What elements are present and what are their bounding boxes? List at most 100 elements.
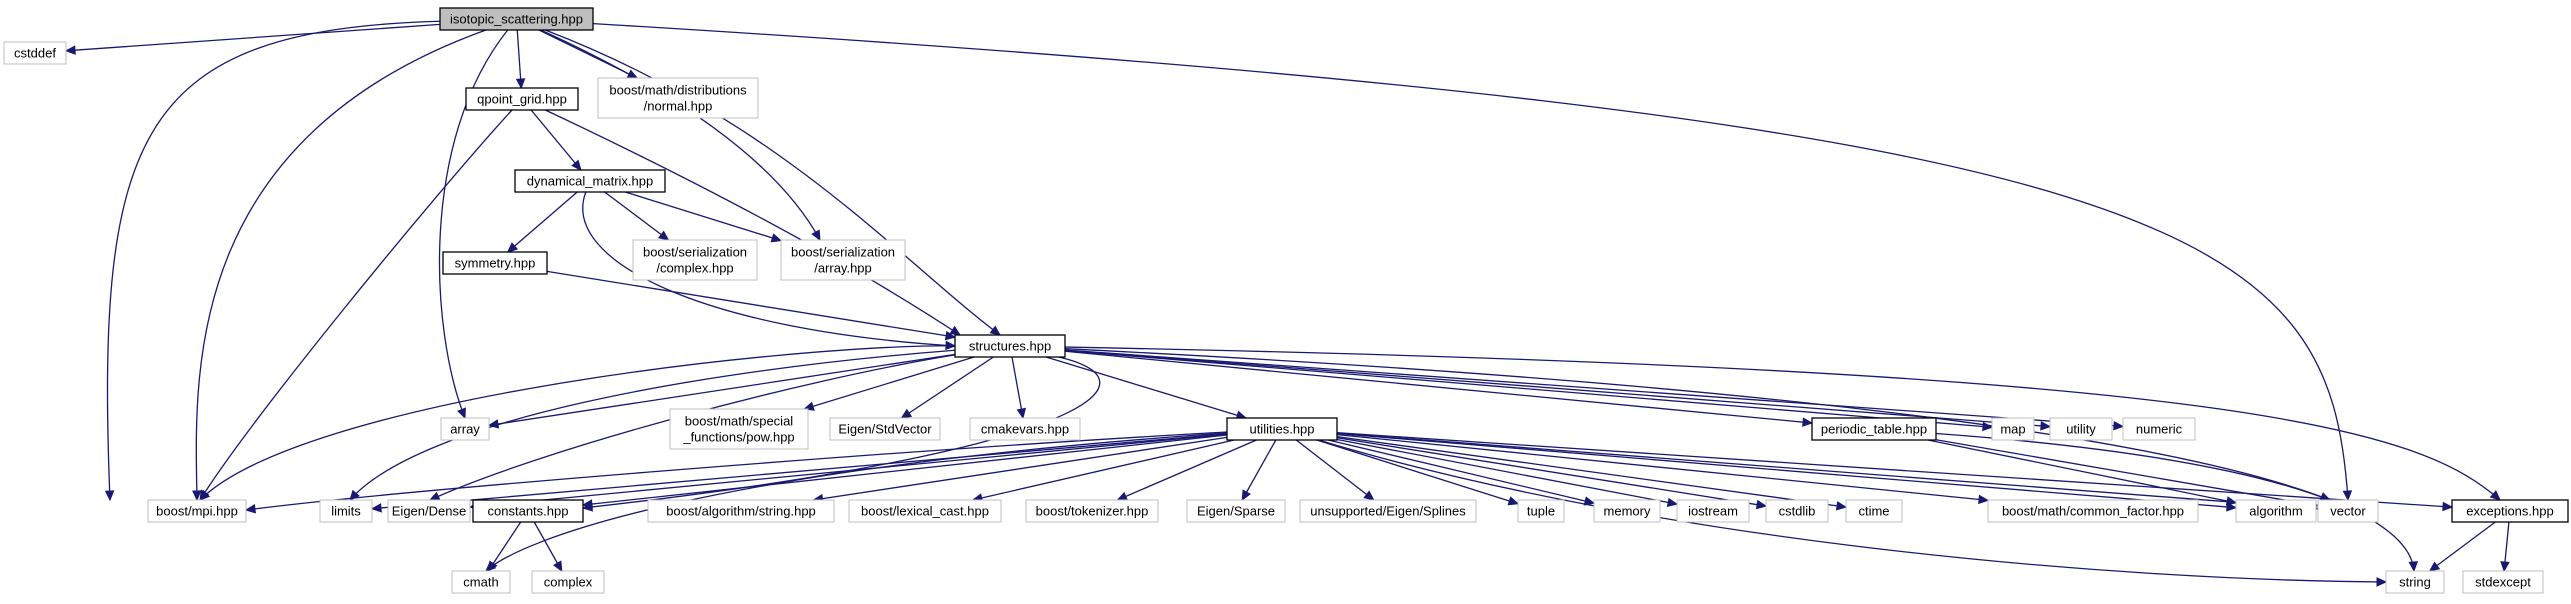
- node-box: [2049, 417, 2113, 441]
- node-box: [451, 570, 511, 594]
- node-box: [2317, 499, 2379, 523]
- node-label: structures.hpp: [969, 339, 1051, 354]
- edge-isotopic-to-qpoint_grid: [516, 29, 522, 89]
- node-box: [1517, 499, 1565, 523]
- node-label: cmath: [463, 575, 498, 590]
- node-eigen-sparse: Eigen/Sparse: [1186, 499, 1286, 523]
- node-constants[interactable]: constants.hpp: [472, 499, 584, 523]
- node-box: [954, 334, 1066, 358]
- arrowhead-utilities-to-eigen_splines: [1363, 490, 1375, 501]
- node-utility: utility: [2049, 417, 2113, 441]
- node-box: [439, 7, 594, 31]
- node-iostream: iostream: [1676, 499, 1750, 523]
- node-label: map: [2000, 422, 2025, 437]
- edge-structures-to-boost_pow: [804, 356, 975, 410]
- node-complex: complex: [531, 570, 605, 594]
- node-cmath: cmath: [451, 570, 511, 594]
- edge-qpoint_grid-to-dynamical_matrix: [530, 109, 582, 171]
- edge-utilities-to-eigen_splines: [1295, 439, 1375, 501]
- node-utilities[interactable]: utilities.hpp: [1226, 417, 1338, 441]
- arrowhead-constants-to-cmath: [487, 560, 498, 573]
- node-box: [1987, 499, 2199, 523]
- edge-structures-to-eigen_stdvector: [901, 356, 994, 419]
- node-box: [669, 408, 809, 450]
- arrowhead-utilities-to-boost_common_factor: [1978, 494, 1990, 505]
- node-label: boost/tokenizer.hpp: [1036, 504, 1149, 519]
- edge-isotopic-to-vector: [592, 22, 2349, 501]
- arrowhead-exceptions-to-stdexcept: [2500, 561, 2510, 573]
- edge-constants-to-cmath: [487, 521, 522, 572]
- arrowhead-structures-to-eigen_stdvector: [900, 408, 913, 419]
- arrowhead-utilities-to-exceptions: [2442, 501, 2454, 512]
- node-box: [472, 499, 584, 523]
- node-box: [319, 499, 373, 523]
- arrowhead-dynamical_matrix-to-boost_ser_complex: [657, 230, 670, 241]
- node-label: _functions/pow.hpp: [682, 430, 794, 445]
- node-memory: memory: [1593, 499, 1661, 523]
- edge-isotopic-to-cmath: [106, 20, 441, 501]
- node-vector: vector: [2317, 499, 2379, 523]
- edge-structures-to-utilities: [1045, 356, 1247, 419]
- edge-dynamical_matrix-to-structures: [582, 191, 956, 347]
- arrowhead-dynamical_matrix-to-boost_ser_array: [770, 233, 783, 243]
- node-periodic-table[interactable]: periodic_table.hpp: [1811, 417, 1937, 441]
- edge-utilities-to-iostream: [1336, 438, 1678, 505]
- graph-nodes: isotopic_scattering.hppcstddefcmathboost…: [3, 7, 2569, 594]
- arrowhead-utilities-to-eigen_sparse: [1241, 489, 1251, 502]
- node-label: boost/math/distributions: [609, 83, 747, 98]
- node-label: boost/algorithm/string.hpp: [666, 504, 816, 519]
- node-box: [1226, 417, 1338, 441]
- node-label: boost/math/common_factor.hpp: [2002, 504, 2184, 519]
- arrowhead-isotopic-to-cmath: [104, 490, 115, 502]
- node-isotopic[interactable]: isotopic_scattering.hpp: [439, 7, 594, 31]
- node-label: /complex.hpp: [656, 261, 733, 276]
- node-label: utility: [2066, 422, 2096, 437]
- node-boost-tokenizer: boost/tokenizer.hpp: [1025, 499, 1159, 523]
- edge-structures-to-periodic_table: [1064, 350, 1813, 424]
- node-qpoint-grid[interactable]: qpoint_grid.hpp: [465, 87, 579, 111]
- node-structures[interactable]: structures.hpp: [954, 334, 1066, 358]
- node-label: qpoint_grid.hpp: [477, 92, 567, 107]
- arrowhead-isotopic-to-boost_mpi: [192, 490, 202, 502]
- node-exceptions[interactable]: exceptions.hpp: [2451, 499, 2569, 523]
- edge-utilities-to-constants: [582, 434, 1228, 506]
- edge-isotopic-to-array: [438, 29, 509, 419]
- node-label: vector: [2330, 504, 2366, 519]
- node-box: [829, 417, 941, 441]
- edge-utilities-to-cstdlib: [1336, 437, 1767, 507]
- node-label: isotopic_scattering.hpp: [450, 12, 583, 27]
- edge-utilities-to-boost_lexical_cast: [972, 439, 1235, 501]
- node-label: boost/serialization: [643, 245, 747, 260]
- edge-utilities-to-tuple: [1316, 439, 1519, 505]
- node-label: boost/math/special: [685, 414, 794, 429]
- node-label: symmetry.hpp: [455, 256, 536, 271]
- node-eigen-splines: unsupported/Eigen/Splines: [1299, 499, 1477, 523]
- edge-isotopic-to-structures: [544, 29, 1001, 336]
- node-boost-normal: boost/math/distributions/normal.hpp: [597, 77, 759, 119]
- edge-dynamical_matrix-to-boost_ser_array: [625, 191, 782, 242]
- edge-isotopic-to-cstddef: [65, 23, 441, 52]
- node-box: [1299, 499, 1477, 523]
- arrowhead-utilities-to-ctime: [1835, 501, 1848, 511]
- arrowhead-structures-to-periodic_table: [1802, 417, 1814, 427]
- arrowhead-isotopic-to-boost_ser_array: [811, 229, 821, 242]
- node-map: map: [1991, 417, 2035, 441]
- node-dynamical-matrix[interactable]: dynamical_matrix.hpp: [514, 169, 666, 193]
- node-label: /normal.hpp: [644, 99, 713, 114]
- node-symmetry[interactable]: symmetry.hpp: [442, 251, 548, 275]
- arrowhead-structures-to-array: [487, 419, 500, 429]
- edge-utilities-to-exceptions: [1336, 432, 2453, 508]
- edge-utilities-to-vector: [1336, 432, 2319, 510]
- node-box: [647, 499, 835, 523]
- arrowhead-structures-to-eigen_dense: [428, 491, 441, 501]
- arrowhead-isotopic-to-vector: [2342, 490, 2353, 502]
- node-box: [465, 87, 579, 111]
- node-box: [1025, 499, 1159, 523]
- node-label: cstdlib: [1779, 504, 1816, 519]
- node-box: [147, 499, 247, 523]
- node-numeric: numeric: [2122, 417, 2196, 441]
- arrowhead-isotopic-to-array: [457, 407, 466, 420]
- arrowhead-utilities-to-string: [2376, 577, 2388, 587]
- arrowhead-utilities-to-cstdlib: [1755, 499, 1768, 510]
- node-box: [2122, 417, 2196, 441]
